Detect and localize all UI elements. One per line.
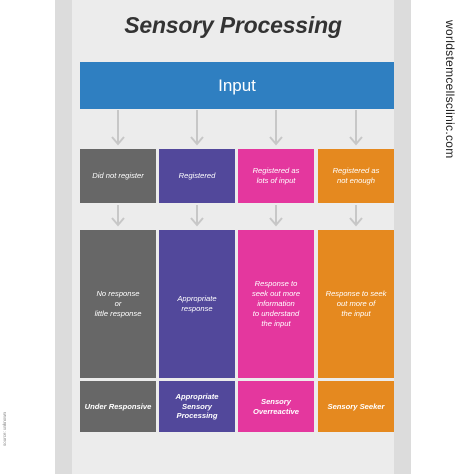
registration-box-registered: Registered (159, 149, 235, 203)
registration-box-not-enough: Registered as not enough (318, 149, 394, 203)
arrow-registration-to-response-0 (111, 205, 125, 227)
registration-box-lots-of-input: Registered as lots of input (238, 149, 314, 203)
arrow-input-to-registration-0 (111, 110, 125, 146)
arrow-registration-to-response-1 (190, 205, 204, 227)
outcome-box-overreactive: Sensory Overreactive (238, 381, 314, 432)
outcome-box-under-responsive: Under Responsive (80, 381, 156, 432)
arrow-input-to-registration-3 (349, 110, 363, 146)
arrow-input-to-registration-1 (190, 110, 204, 146)
right-frame-bar (394, 0, 411, 474)
response-box-seek-more: Response to seek out more of the input (318, 230, 394, 378)
response-box-no-response: No response or little response (80, 230, 156, 378)
website-text: worldstemcellsclinic.com (443, 20, 457, 159)
diagram-title: Sensory Processing (124, 12, 342, 38)
left-frame-bar (55, 0, 72, 474)
response-box-appropriate: Appropriate response (159, 230, 235, 378)
input-box: Input (80, 62, 394, 109)
input-label: Input (218, 75, 256, 95)
arrow-input-to-registration-2 (269, 110, 283, 146)
outcome-box-appropriate-processing: Appropriate Sensory Processing (159, 381, 235, 432)
response-box-seek-information: Response to seek out more information to… (238, 230, 314, 378)
arrow-registration-to-response-2 (269, 205, 283, 227)
outcome-box-seeker: Sensory Seeker (318, 381, 394, 432)
registration-box-not-registered: Did not register (80, 149, 156, 203)
source-text: source: unknown (2, 412, 7, 447)
arrow-registration-to-response-3 (349, 205, 363, 227)
